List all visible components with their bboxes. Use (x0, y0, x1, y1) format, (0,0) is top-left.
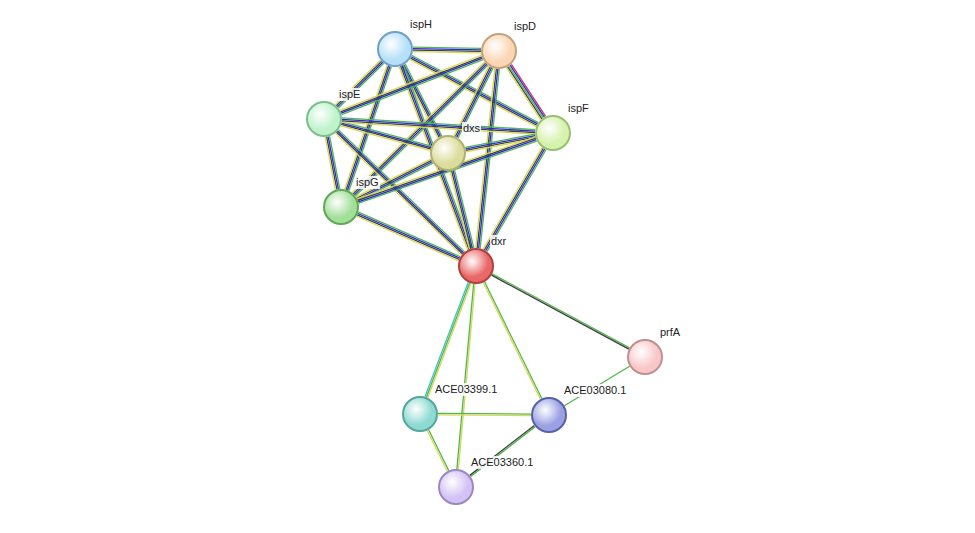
evidence-stripe (342, 121, 535, 133)
protein-node: dxr (458, 248, 494, 284)
protein-node: ACE03080.1 (531, 397, 567, 433)
evidence-stripe (357, 215, 459, 260)
protein-node: ispD (481, 33, 517, 69)
interaction-edge (413, 47, 481, 53)
evidence-stripe (492, 274, 629, 348)
evidence-stripe (354, 64, 486, 195)
evidence-stripe (426, 283, 469, 397)
node-label: ACE03080.1 (563, 384, 627, 397)
interaction-edge (399, 65, 472, 250)
evidence-stripe (458, 284, 475, 469)
node-label: ispE (338, 88, 361, 101)
evidence-stripe (485, 282, 542, 399)
evidence-stripe (511, 64, 545, 116)
evidence-stripe (438, 414, 531, 416)
interaction-edge (438, 413, 531, 415)
evidence-stripe (508, 67, 542, 119)
evidence-stripe (452, 171, 471, 249)
node-label: ispD (513, 20, 537, 33)
protein-node: ispF (535, 115, 571, 151)
node-label: ispH (409, 18, 433, 31)
evidence-stripe (509, 66, 543, 118)
evidence-stripe (342, 119, 535, 131)
interaction-edge (506, 64, 545, 119)
evidence-stripe (483, 147, 542, 249)
evidence-stripe (438, 413, 531, 415)
node-label: ispF (567, 102, 590, 115)
evidence-stripe (510, 65, 544, 117)
evidence-stripe (357, 216, 459, 261)
evidence-stripe (327, 137, 337, 190)
evidence-stripe (413, 52, 481, 53)
evidence-stripe (358, 212, 460, 257)
evidence-stripe (450, 171, 469, 249)
protein-node: ispH (377, 31, 413, 67)
evidence-stripe (453, 170, 472, 248)
node-label: dxr (490, 235, 507, 248)
evidence-stripe (358, 214, 460, 259)
protein-node: ispG (323, 189, 359, 225)
interaction-edge (450, 170, 474, 249)
node-label: prfA (659, 326, 681, 339)
evidence-stripe (427, 430, 447, 471)
evidence-stripe (458, 68, 493, 138)
interaction-edge (427, 430, 448, 471)
evidence-stripe (325, 137, 335, 190)
evidence-stripe (506, 68, 540, 120)
interaction-edge (483, 282, 542, 399)
evidence-stripe (471, 427, 536, 477)
evidence-stripe (335, 60, 380, 105)
evidence-stripe (412, 55, 538, 122)
evidence-stripe (484, 148, 543, 250)
evidence-stripe (411, 57, 537, 124)
interaction-edge (352, 62, 488, 196)
protein-node: prfA (627, 339, 663, 375)
interaction-edge (470, 425, 535, 476)
interaction-edge (457, 284, 475, 469)
node-label: ACE03360.1 (470, 456, 534, 469)
protein-node: dxs (430, 135, 466, 171)
evidence-stripe (411, 58, 537, 125)
evidence-stripe (342, 122, 535, 134)
evidence-stripe (483, 282, 540, 399)
evidence-stripe (341, 57, 482, 112)
interaction-edge (483, 147, 546, 251)
protein-node: ACE03360.1 (438, 469, 474, 505)
evidence-stripe (487, 150, 546, 252)
interaction-edge (325, 136, 340, 190)
evidence-stripe (403, 65, 471, 248)
node-label: dxs (462, 122, 481, 135)
protein-node: ACE03399.1 (402, 396, 438, 432)
node-label: ACE03399.1 (434, 383, 498, 396)
evidence-stripe (425, 282, 468, 396)
evidence-stripe (457, 284, 474, 469)
evidence-stripe (486, 149, 545, 251)
interaction-edge (425, 282, 471, 397)
node-label: ispG (355, 176, 380, 189)
evidence-stripe (455, 170, 474, 248)
evidence-stripe (429, 430, 449, 471)
evidence-stripe (353, 63, 485, 194)
protein-node: ispE (306, 101, 342, 137)
evidence-stripe (340, 55, 481, 110)
interaction-edge (357, 212, 461, 261)
interaction-edge (342, 118, 535, 134)
interaction-edge (410, 55, 538, 126)
evidence-stripe (470, 425, 535, 475)
